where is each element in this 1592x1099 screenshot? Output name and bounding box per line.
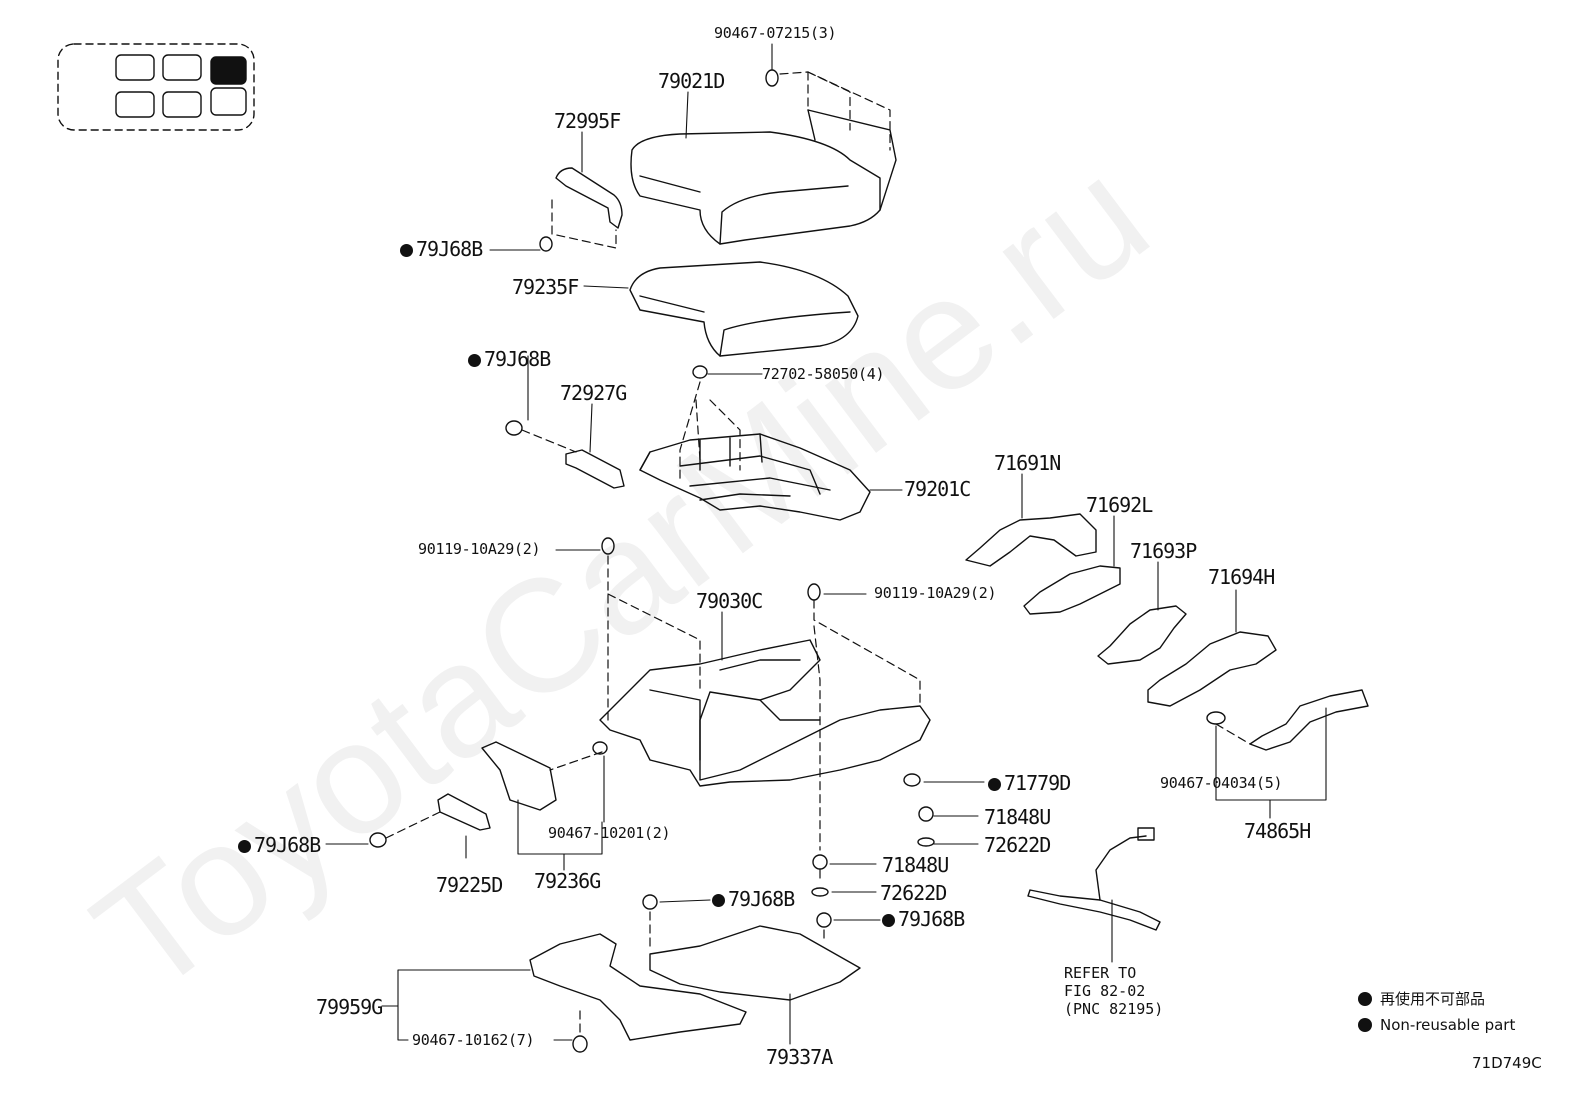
refer-note: REFER TO FIG 82-02 (PNC 82195)	[1064, 964, 1164, 1018]
label-90119-10a29-right: 90119-10A29(2)	[874, 584, 997, 602]
shield-79236g	[481, 741, 557, 811]
label-79j68b-bottom-right: 79J68B	[882, 908, 965, 930]
wire-harness	[1027, 827, 1161, 931]
label-72927g: 72927G	[560, 381, 627, 405]
seat-cushion-cover-79021d	[630, 109, 897, 245]
label-71692l: 71692L	[1086, 493, 1153, 517]
label-90467-10201: 90467-10201(2)	[548, 824, 671, 842]
label-71693p: 71693P	[1130, 539, 1197, 563]
label-72995f: 72995F	[554, 109, 621, 133]
non-reusable-dot-icon	[712, 894, 725, 907]
label-72622d-right: 72622D	[984, 833, 1051, 857]
label-79959g: 79959G	[316, 995, 383, 1019]
cover-79959g	[529, 933, 747, 1041]
non-reusable-dot-icon	[400, 244, 413, 257]
label-72622d-center: 72622D	[880, 881, 947, 905]
legend-japanese: 再使用不可部品	[1358, 990, 1485, 1008]
seat-lower-frame-79030c	[599, 639, 931, 787]
label-79j68b-top: 79J68B	[400, 238, 483, 260]
label-90467-04034: 90467-04034(5)	[1160, 774, 1283, 792]
non-reusable-dot-icon	[1358, 1018, 1372, 1032]
fasteners	[369, 69, 1226, 1053]
label-79225d: 79225D	[436, 873, 503, 897]
label-71691n: 71691N	[994, 451, 1061, 475]
non-reusable-dot-icon	[882, 914, 895, 927]
trim-71693p	[1097, 605, 1187, 665]
label-71848u-center: 71848U	[882, 853, 949, 877]
label-72702-58050: 72702-58050(4)	[762, 365, 885, 383]
cover-79225d	[437, 793, 491, 831]
label-71694h: 71694H	[1208, 565, 1275, 589]
side-cover-72995f	[555, 167, 623, 229]
label-79235f: 79235F	[512, 275, 579, 299]
label-79j68b-left: 79J68B	[238, 834, 321, 856]
seat-cushion-pad-79235f	[629, 261, 859, 357]
label-79j68b-frame: 79J68B	[468, 348, 551, 370]
label-71779d: 71779D	[988, 772, 1071, 794]
legend-english: Non-reusable part	[1358, 1016, 1515, 1034]
label-79j68b-bottom-left: 79J68B	[712, 888, 795, 910]
label-90467-07215: 90467-07215(3)	[714, 24, 837, 42]
trim-71691n	[965, 513, 1097, 567]
label-79030c: 79030C	[696, 589, 763, 613]
label-79236g: 79236G	[534, 869, 601, 893]
label-90119-10a29-left: 90119-10A29(2)	[418, 540, 541, 558]
label-79201c: 79201C	[904, 477, 971, 501]
label-79337a: 79337A	[766, 1045, 833, 1069]
label-90467-10162: 90467-10162(7)	[412, 1031, 535, 1049]
cover-79337a	[649, 925, 861, 1001]
label-71848u-right: 71848U	[984, 805, 1051, 829]
non-reusable-dot-icon	[238, 840, 251, 853]
figure-code: 71D749C	[1472, 1054, 1542, 1072]
seat-frame-79201c	[639, 433, 871, 521]
bracket-72927g	[565, 449, 625, 489]
assembly-dashed-lines	[385, 71, 1251, 1033]
non-reusable-dot-icon	[1358, 992, 1372, 1006]
label-74865h: 74865H	[1244, 819, 1311, 843]
seat-location-key	[57, 43, 255, 131]
trim-74865h	[1249, 689, 1369, 751]
trim-71694h	[1147, 631, 1277, 707]
label-79021d: 79021D	[658, 69, 725, 93]
non-reusable-dot-icon	[468, 354, 481, 367]
non-reusable-dot-icon	[988, 778, 1001, 791]
trim-71692l	[1023, 565, 1121, 615]
leader-lines	[325, 43, 1327, 1045]
